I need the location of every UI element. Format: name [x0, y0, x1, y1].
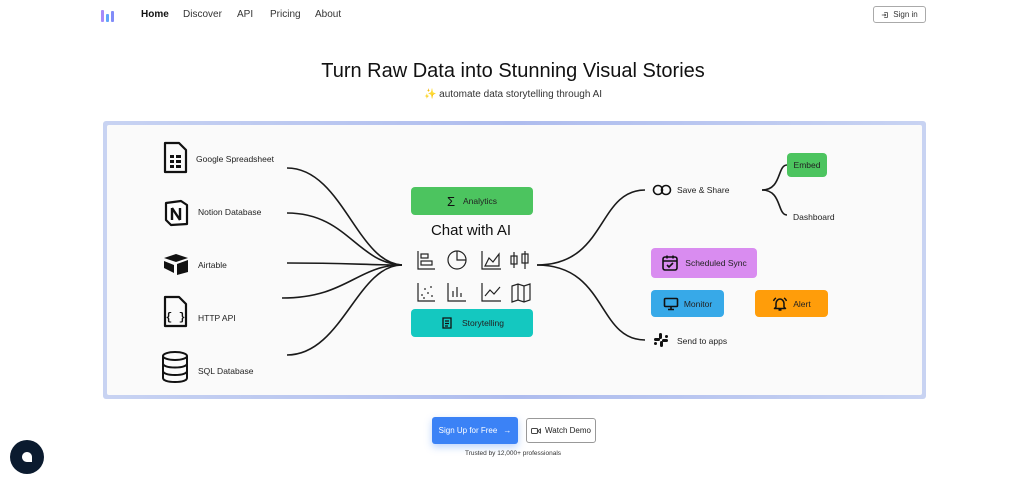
send-to-apps-label: Send to apps: [677, 336, 728, 346]
analytics-label: Analytics: [463, 196, 498, 206]
sigma-icon: Σ: [446, 193, 456, 209]
pie-chart-icon: [447, 250, 467, 270]
watch-demo-label: Watch Demo: [545, 426, 591, 435]
top-nav: Home Discover API Pricing About Sign in: [0, 0, 1026, 30]
svg-text:{ }: { }: [166, 312, 186, 324]
source-label: SQL Database: [198, 366, 254, 376]
nav-pricing[interactable]: Pricing: [270, 9, 301, 20]
bell-ringing-icon: [773, 296, 788, 311]
hero-subtitle: ✨ automate data storytelling through AI: [0, 89, 1026, 100]
chat-with-ai-title: Chat with AI: [430, 222, 512, 239]
alert-label: Alert: [793, 298, 811, 309]
map-icon: [511, 283, 531, 303]
storytelling-pill[interactable]: Storytelling: [411, 309, 533, 337]
monitor-icon: [663, 297, 679, 310]
hero-title: Turn Raw Data into Stunning Visual Stori…: [321, 60, 705, 82]
scheduled-sync-label: Scheduled Sync: [685, 258, 747, 268]
login-icon: [882, 11, 889, 18]
nav-discover[interactable]: Discover: [183, 9, 222, 20]
watch-demo-button[interactable]: Watch Demo: [526, 418, 596, 443]
notion-icon: [164, 199, 189, 227]
line-chart-icon: [481, 283, 501, 302]
scroll-icon: [442, 317, 452, 329]
embed-label: Embed: [793, 160, 821, 170]
nav-about[interactable]: About: [315, 9, 342, 20]
storytelling-label: Storytelling: [461, 318, 505, 328]
nav-home[interactable]: Home: [141, 9, 169, 20]
sign-in-label: Sign in: [893, 10, 918, 19]
monitor-label: Monitor: [683, 298, 713, 309]
sign-in-button[interactable]: Sign in: [873, 6, 926, 23]
dashboard-label[interactable]: Dashboard: [793, 212, 835, 222]
chat-widget-button[interactable]: [10, 440, 44, 474]
diagram-canvas: Google Spreadsheet Notion Database Airta…: [107, 125, 922, 395]
link-icon: [652, 184, 672, 196]
scatter-chart-icon: [417, 283, 435, 302]
source-label: HTTP API: [198, 313, 236, 323]
analytics-pill[interactable]: Σ Analytics: [411, 187, 533, 215]
arrow-right-icon: →: [503, 426, 512, 435]
candlestick-icon: [510, 251, 529, 269]
chart-types-grid: [417, 250, 531, 303]
embed-button[interactable]: Embed: [787, 153, 827, 177]
airtable-icon: [164, 254, 188, 275]
hero-subtitle-text: automate data storytelling through AI: [439, 89, 603, 100]
alert-button[interactable]: Alert: [755, 290, 828, 317]
bar-chart-icon: [417, 251, 435, 270]
database-icon: [162, 351, 188, 384]
slack-icon: [654, 333, 668, 347]
connector-lines: [281, 164, 788, 356]
diagram-panel: Google Spreadsheet Notion Database Airta…: [103, 121, 926, 399]
logo-icon[interactable]: [101, 8, 117, 22]
sign-up-button[interactable]: Sign Up for Free →: [432, 417, 518, 444]
chat-bubble-icon: [22, 452, 32, 462]
http-api-icon: { }: [163, 295, 188, 328]
sign-up-label: Sign Up for Free: [438, 426, 498, 435]
source-label: Airtable: [198, 260, 227, 270]
video-camera-icon: [531, 427, 542, 434]
monitor-button[interactable]: Monitor: [651, 290, 724, 317]
column-chart-icon: [447, 283, 466, 302]
trusted-by-text: Trusted by 12,000+ professionals: [464, 450, 562, 457]
nav-api[interactable]: API: [237, 9, 254, 20]
source-label: Google Spreadsheet: [196, 154, 274, 164]
spreadsheet-icon: [163, 141, 188, 174]
source-label: Notion Database: [198, 207, 262, 217]
scheduled-sync-button[interactable]: Scheduled Sync: [651, 248, 757, 278]
sparkles-icon: ✨: [423, 89, 437, 100]
area-chart-icon: [481, 251, 501, 270]
save-share-label: Save & Share: [677, 185, 730, 195]
calendar-check-icon: [662, 255, 679, 271]
